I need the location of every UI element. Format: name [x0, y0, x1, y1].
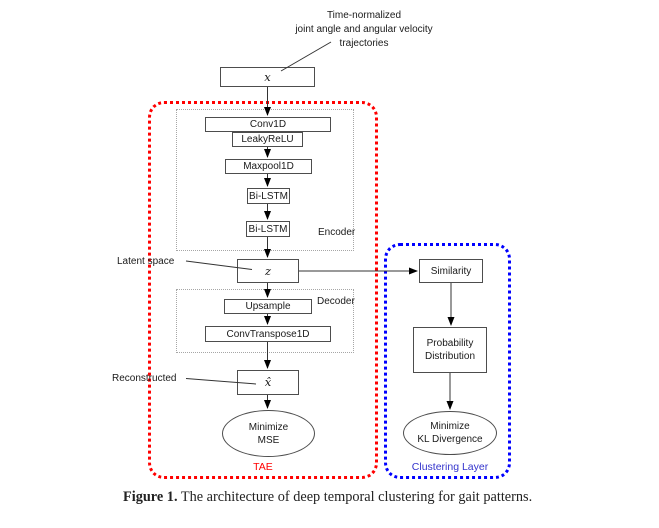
latent-space-label: Latent space — [117, 256, 175, 267]
input-annotation-line3: trajectories — [339, 38, 389, 49]
reconstructed-node-label: x̂ — [264, 375, 272, 389]
input-node: x — [220, 67, 315, 87]
encoder-label: Encoder — [318, 227, 356, 238]
leakyrelu-layer: LeakyReLU — [232, 132, 303, 147]
reconstructed-label: Reconstructed — [112, 373, 177, 384]
bilstm1-layer: Bi-LSTM — [247, 188, 290, 204]
minimize-kl-line2: KL Divergence — [417, 434, 483, 445]
convtranspose1d-label: ConvTranspose1D — [226, 328, 310, 340]
leakyrelu-label: LeakyReLU — [241, 134, 294, 145]
bilstm2-label: Bi-LSTM — [248, 223, 288, 235]
probability-line2: Distribution — [424, 351, 476, 362]
input-node-label: x — [264, 69, 271, 84]
input-annotation: Time-normalized joint angle and angular … — [295, 9, 432, 51]
figure-caption: Figure 1. The architecture of deep tempo… — [123, 489, 532, 506]
upsample-layer: Upsample — [224, 299, 312, 314]
minimize-mse-line2: MSE — [257, 434, 280, 446]
latent-node: z — [237, 259, 299, 283]
convtranspose1d-layer: ConvTranspose1D — [205, 326, 331, 342]
decoder-label: Decoder — [317, 296, 355, 307]
conv1d-layer: Conv1D — [205, 117, 331, 132]
tae-group-border — [148, 101, 378, 479]
conv1d-label: Conv1D — [249, 119, 287, 130]
input-annotation-line1: Time-normalized — [326, 10, 402, 21]
bilstm2-layer: Bi-LSTM — [246, 221, 290, 237]
upsample-label: Upsample — [245, 301, 291, 312]
input-annotation-line2: joint angle and angular velocity — [295, 24, 433, 35]
similarity-node: Similarity — [419, 259, 483, 283]
clustering-group-label: Clustering Layer — [411, 461, 489, 473]
minimize-kl-line1: Minimize — [430, 421, 470, 432]
reconstructed-node: x̂ — [237, 370, 299, 395]
latent-node-label: z — [264, 263, 272, 278]
similarity-label: Similarity — [430, 265, 472, 277]
figure-caption-number: Figure 1. — [123, 489, 178, 505]
maxpool1d-label: Maxpool1D — [243, 161, 294, 172]
bilstm1-label: Bi-LSTM — [249, 190, 288, 202]
figure-caption-text: The architecture of deep temporal cluste… — [180, 489, 533, 505]
probability-distribution-node: Probability Distribution — [413, 327, 487, 373]
minimize-kl-node: Minimize KL Divergence — [403, 411, 497, 455]
minimize-mse-node: Minimize MSE — [222, 410, 315, 457]
tae-group-label: TAE — [253, 461, 273, 473]
minimize-mse-line1: Minimize — [248, 421, 289, 433]
probability-line1: Probability — [426, 338, 474, 349]
clustering-group-border — [384, 243, 511, 479]
maxpool1d-layer: Maxpool1D — [225, 159, 312, 174]
